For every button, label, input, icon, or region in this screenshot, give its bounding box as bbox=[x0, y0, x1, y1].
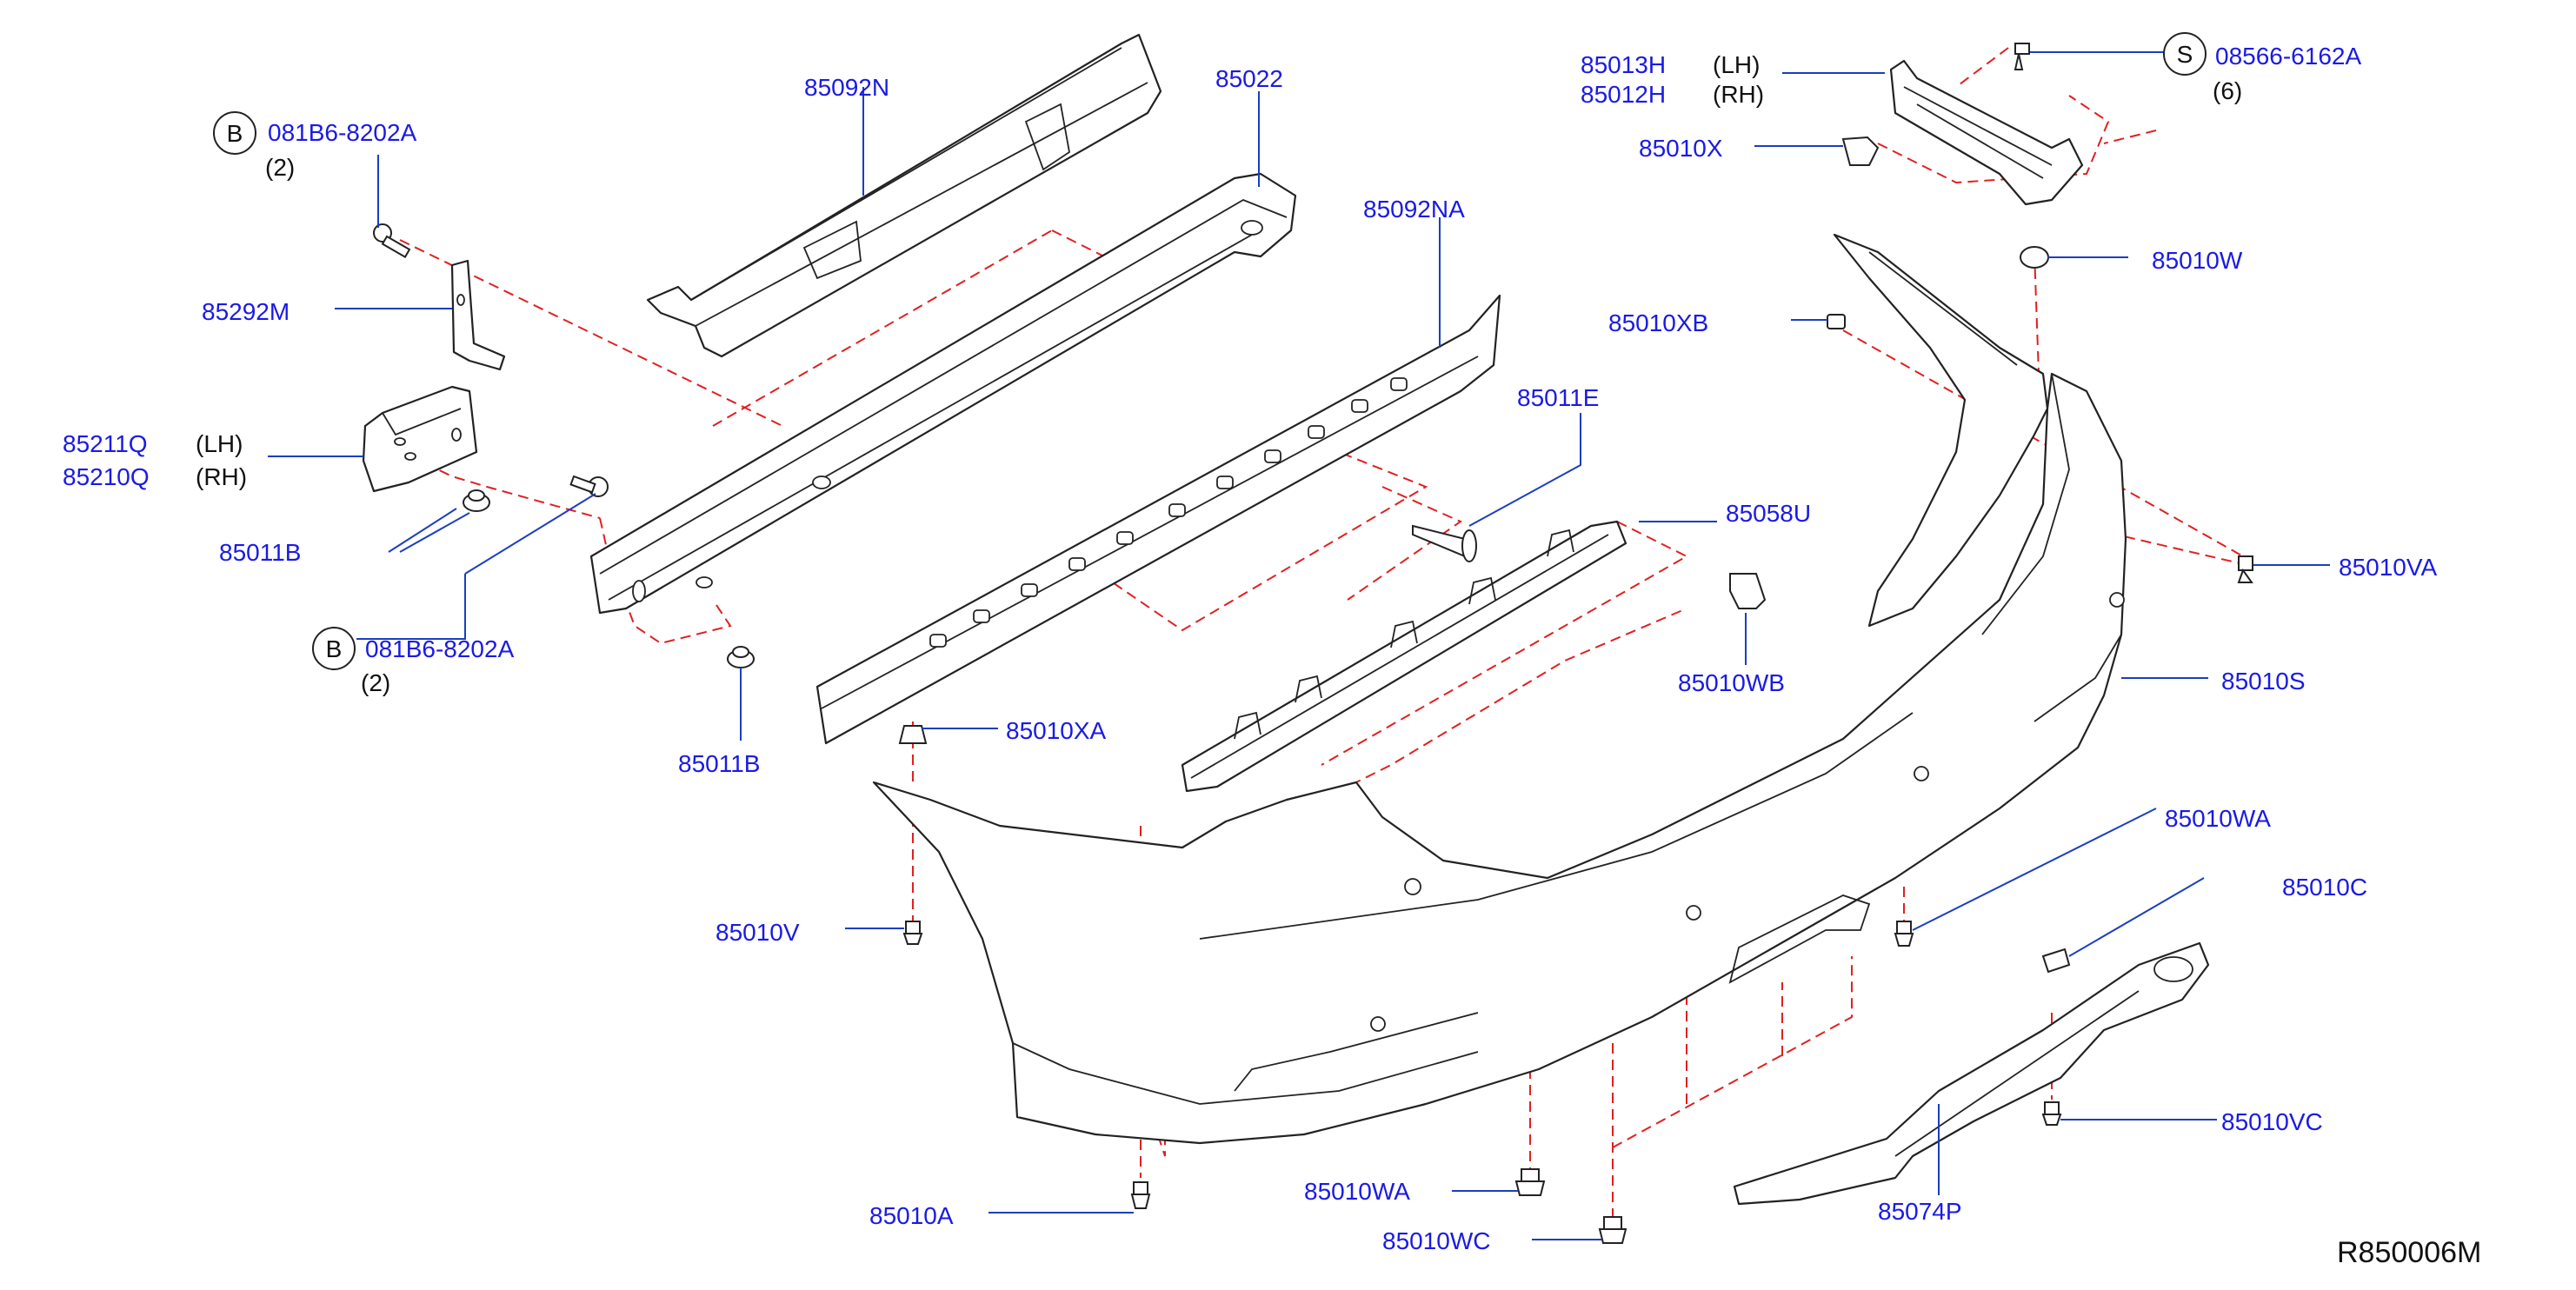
badge-s: S bbox=[2163, 32, 2207, 76]
qty-bolt-top: (2) bbox=[265, 154, 295, 181]
badge-b-bottom: B bbox=[312, 627, 356, 670]
fastener-85010xa bbox=[898, 725, 928, 744]
diffuser-85074p bbox=[1733, 941, 2210, 1206]
side-bracket-85211q-85210q bbox=[362, 385, 478, 493]
label-85210q[interactable]: 85210Q bbox=[63, 463, 150, 490]
qty-screw-s: (6) bbox=[2213, 77, 2242, 104]
fastener-85010xb bbox=[1827, 314, 1846, 329]
svg-text:S: S bbox=[2177, 41, 2193, 68]
label-85010v[interactable]: 85010V bbox=[716, 919, 800, 946]
side-spacer-bracket bbox=[1833, 233, 2049, 628]
bracket-85013h-85012h bbox=[1889, 59, 2084, 206]
label-85011e[interactable]: 85011E bbox=[1517, 384, 1599, 411]
bumper-fascia-85010s bbox=[872, 372, 2127, 1145]
label-85012h[interactable]: 85012H bbox=[1581, 81, 1666, 108]
label-rh-85012h: (RH) bbox=[1713, 81, 1764, 108]
fastener-85010wb bbox=[1729, 573, 1767, 609]
diagram-reference-code: R850006M bbox=[2337, 1236, 2481, 1269]
stiffener-85092na bbox=[815, 294, 1501, 745]
label-85010a[interactable]: 85010A bbox=[869, 1202, 954, 1229]
label-85013h[interactable]: 85013H bbox=[1581, 51, 1666, 78]
fastener-85011b-bottom bbox=[727, 646, 755, 668]
fastener-bolt-top bbox=[373, 223, 411, 259]
label-08566-6162a[interactable]: 08566-6162A bbox=[2215, 43, 2361, 70]
label-lh-85013h: (LH) bbox=[1713, 51, 1760, 78]
leader-lines bbox=[268, 51, 2330, 1240]
label-85010w[interactable]: 85010W bbox=[2152, 247, 2243, 274]
reinforcement-85022 bbox=[589, 172, 1297, 615]
fastener-85010v bbox=[902, 921, 923, 945]
label-85092n[interactable]: 85092N bbox=[804, 74, 889, 101]
label-85010wb[interactable]: 85010WB bbox=[1678, 669, 1785, 696]
label-rh-85210q: (RH) bbox=[196, 463, 247, 490]
qty-bolt-bottom: (2) bbox=[361, 669, 390, 696]
fastener-85010wa-right bbox=[1894, 921, 1914, 947]
label-85010xb[interactable]: 85010XB bbox=[1608, 309, 1708, 336]
label-85010wa-right[interactable]: 85010WA bbox=[2165, 805, 2271, 832]
fastener-screw-s bbox=[2014, 43, 2030, 70]
label-bolt-top[interactable]: 081B6-8202A bbox=[268, 119, 417, 146]
label-85010c[interactable]: 85010C bbox=[2282, 874, 2367, 901]
label-85010s[interactable]: 85010S bbox=[2221, 668, 2306, 695]
fastener-85010wc bbox=[1598, 1216, 1627, 1244]
fastener-bolt-bottom bbox=[569, 475, 609, 497]
fastener-85010vc bbox=[2041, 1101, 2062, 1126]
svg-text:B: B bbox=[326, 635, 343, 662]
fastener-85010a bbox=[1130, 1181, 1151, 1209]
label-85010wa-bottom[interactable]: 85010WA bbox=[1304, 1178, 1410, 1205]
label-85022[interactable]: 85022 bbox=[1215, 65, 1283, 92]
label-85010x[interactable]: 85010X bbox=[1639, 135, 1723, 162]
label-85010vc[interactable]: 85010VC bbox=[2221, 1108, 2323, 1135]
label-85011b-bottom[interactable]: 85011B bbox=[678, 750, 760, 777]
bracket-85292m bbox=[450, 259, 506, 371]
svg-text:B: B bbox=[227, 120, 243, 147]
label-lh-85211q: (LH) bbox=[196, 430, 243, 457]
label-85010va[interactable]: 85010VA bbox=[2339, 554, 2437, 581]
fastener-85011b-top bbox=[463, 489, 490, 512]
stiffener-holes bbox=[929, 377, 1408, 648]
energy-absorber-85092n bbox=[646, 33, 1162, 358]
label-85292m[interactable]: 85292M bbox=[202, 298, 290, 325]
label-85058u[interactable]: 85058U bbox=[1726, 500, 1811, 527]
fastener-85010w bbox=[2020, 246, 2049, 269]
badge-b-top: B bbox=[213, 111, 256, 155]
label-85092na[interactable]: 85092NA bbox=[1363, 196, 1465, 223]
fastener-85011e bbox=[1412, 524, 1477, 562]
fastener-85010x bbox=[1841, 136, 1880, 166]
fastener-85010wa-bottom bbox=[1514, 1168, 1546, 1196]
fastener-85010c bbox=[2041, 948, 2071, 974]
label-85074p[interactable]: 85074P bbox=[1878, 1198, 1962, 1225]
label-85211q[interactable]: 85211Q bbox=[63, 430, 148, 457]
label-85011b-top[interactable]: 85011B bbox=[219, 539, 301, 566]
fastener-85010va bbox=[2237, 555, 2253, 583]
part-labels: 85092N 85022 85092NA 85292M 85211Q (LH) … bbox=[63, 43, 2437, 1254]
bracket-85058u bbox=[1181, 520, 1627, 793]
label-bolt-bottom[interactable]: 081B6-8202A bbox=[365, 635, 515, 662]
label-85010wc[interactable]: 85010WC bbox=[1382, 1227, 1491, 1254]
label-85010xa[interactable]: 85010XA bbox=[1006, 717, 1107, 744]
